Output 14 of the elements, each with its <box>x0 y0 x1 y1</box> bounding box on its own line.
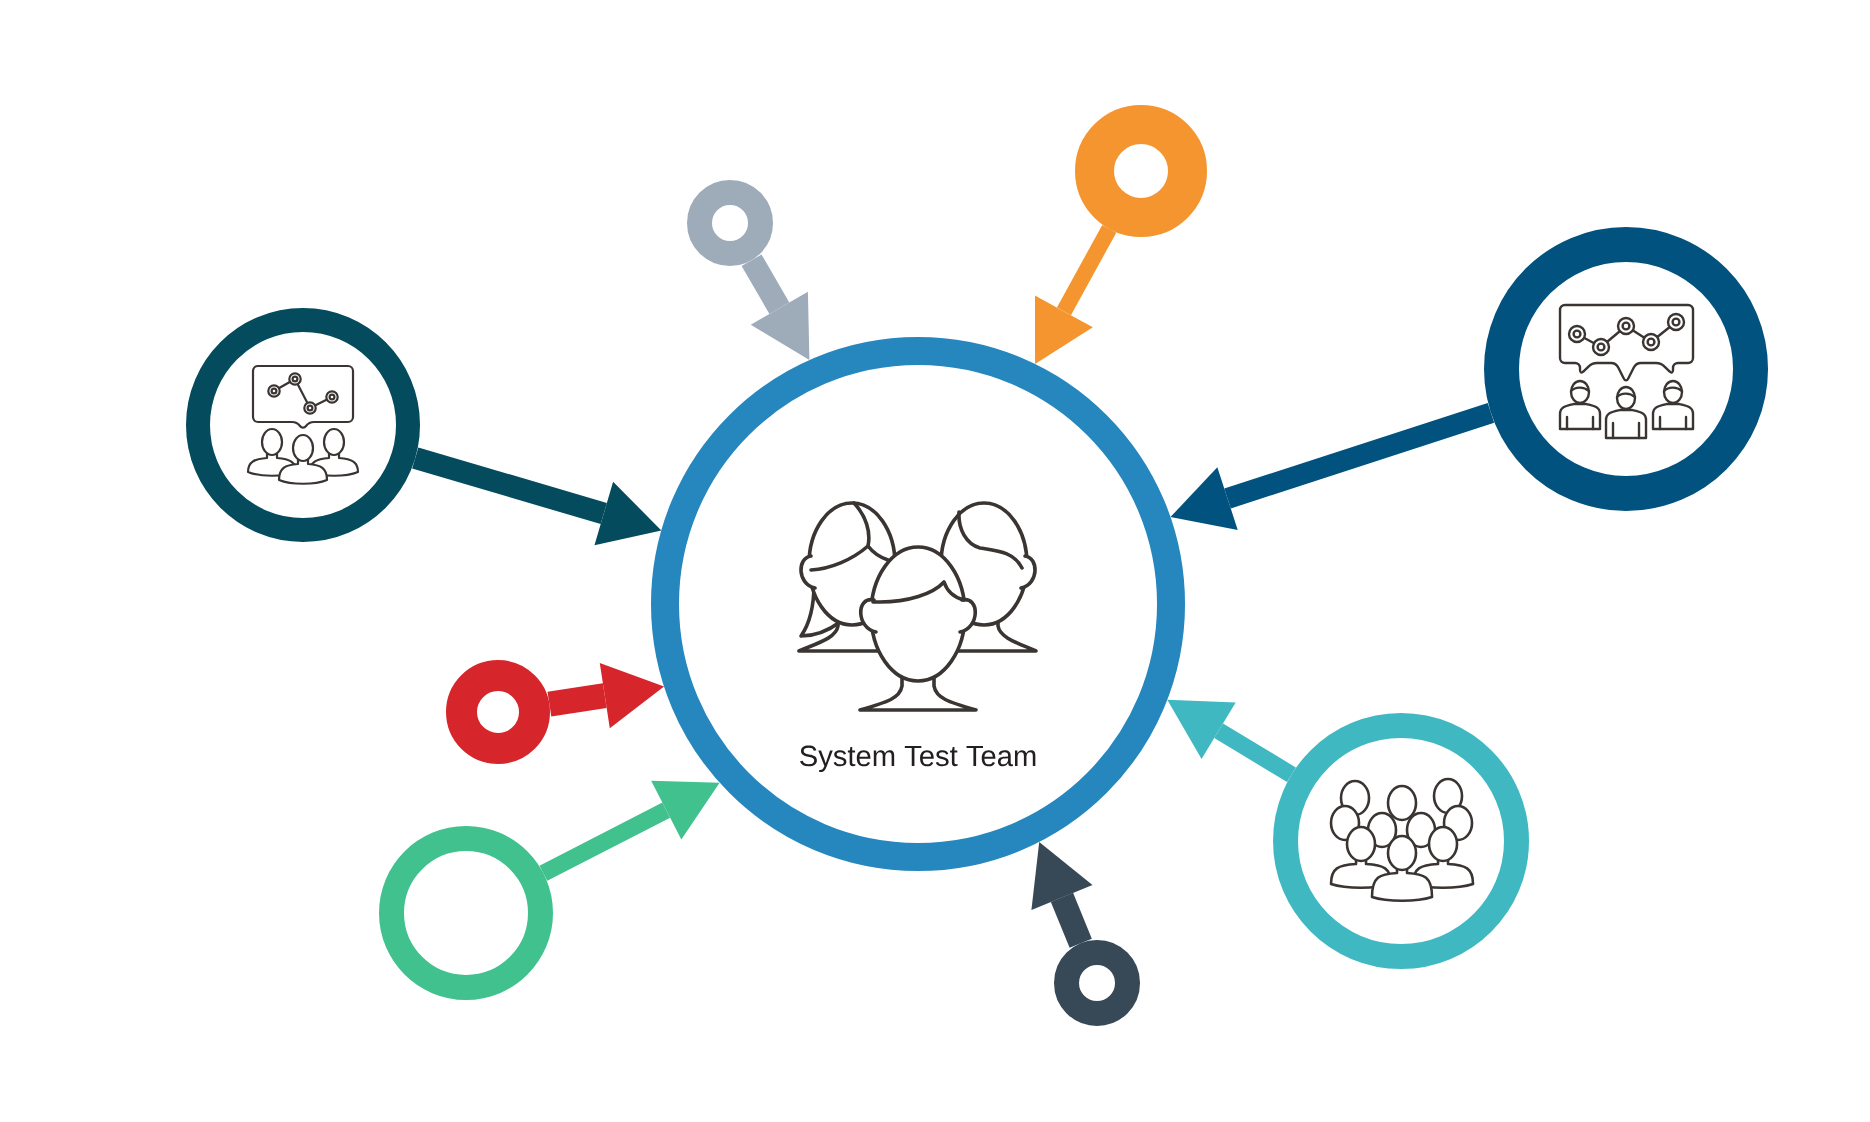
arrow <box>1167 699 1296 783</box>
arrow <box>412 447 662 546</box>
arrow <box>547 663 665 729</box>
arrow <box>1031 841 1093 948</box>
arrow <box>1170 402 1495 530</box>
ring <box>687 180 773 266</box>
ring <box>1054 940 1140 1026</box>
ring <box>379 826 553 1000</box>
ring <box>1075 105 1207 237</box>
arrow <box>1035 225 1117 364</box>
arrow <box>741 254 810 361</box>
arrow <box>539 780 720 881</box>
ring <box>446 660 550 764</box>
ring <box>1484 227 1768 511</box>
